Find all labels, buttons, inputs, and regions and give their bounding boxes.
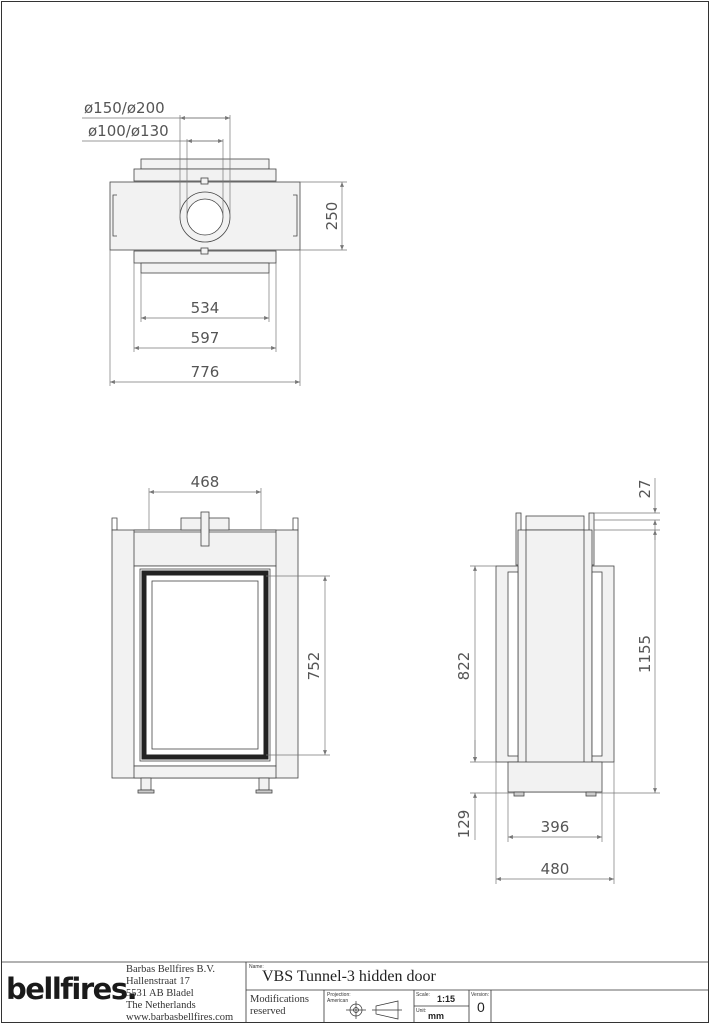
unit-value: mm [428, 1011, 445, 1021]
top-view-dimensions [82, 115, 347, 386]
front-view [111, 511, 299, 794]
dim-width-597: 597 [191, 329, 220, 347]
dim-side-height: 822 [455, 652, 473, 681]
side-view-dimensions [470, 478, 660, 884]
dim-glass-width: 468 [191, 473, 220, 491]
projection-symbol-icon [346, 1000, 402, 1020]
scale-value: 1:15 [437, 994, 456, 1004]
top-view [109, 158, 301, 274]
dim-depth-250: 250 [323, 202, 341, 231]
modifications-line1: Modifications [250, 994, 309, 1005]
company-website: www.barbasbellfires.com [126, 1012, 234, 1023]
title-block-frame [1, 961, 709, 1022]
dim-outer-depth: 480 [541, 860, 570, 878]
name-label: Name: [249, 964, 264, 970]
projection-label: Projection: [327, 992, 351, 998]
bellfires-logo: bellfires. [6, 972, 138, 1006]
scale-label: Scale: [416, 992, 430, 998]
company-address: Barbas Bellfires B.V. Hallenstraat 17 55… [126, 964, 233, 1024]
company-postcode: 5531 AB Bladel [126, 988, 194, 999]
side-view [495, 512, 615, 797]
dim-glass-height: 752 [305, 652, 323, 681]
company-name: Barbas Bellfires B.V. [126, 964, 216, 975]
version-label: Version: [471, 992, 490, 998]
dim-base-height: 129 [455, 810, 473, 839]
modifications-note: Modifications reserved [250, 994, 309, 1018]
dim-dia-inner: ø100/ø130 [88, 122, 169, 140]
front-view-dimensions [148, 488, 330, 756]
version-value: 0 [477, 999, 485, 1015]
dim-width-534: 534 [191, 299, 220, 317]
dim-dia-outer: ø150/ø200 [84, 99, 165, 117]
dim-inner-depth: 396 [541, 818, 570, 836]
unit-label: Unit: [416, 1008, 427, 1014]
dim-total-height: 1155 [636, 635, 654, 673]
dim-width-776: 776 [191, 363, 220, 381]
dim-top-offset: 27 [636, 479, 654, 498]
product-title: VBS Tunnel-3 hidden door [262, 968, 436, 985]
company-street: Hallenstraat 17 [126, 976, 190, 987]
company-country: The Netherlands [126, 1000, 196, 1011]
modifications-line2: reserved [250, 1006, 286, 1017]
projection-type: American [327, 998, 349, 1004]
